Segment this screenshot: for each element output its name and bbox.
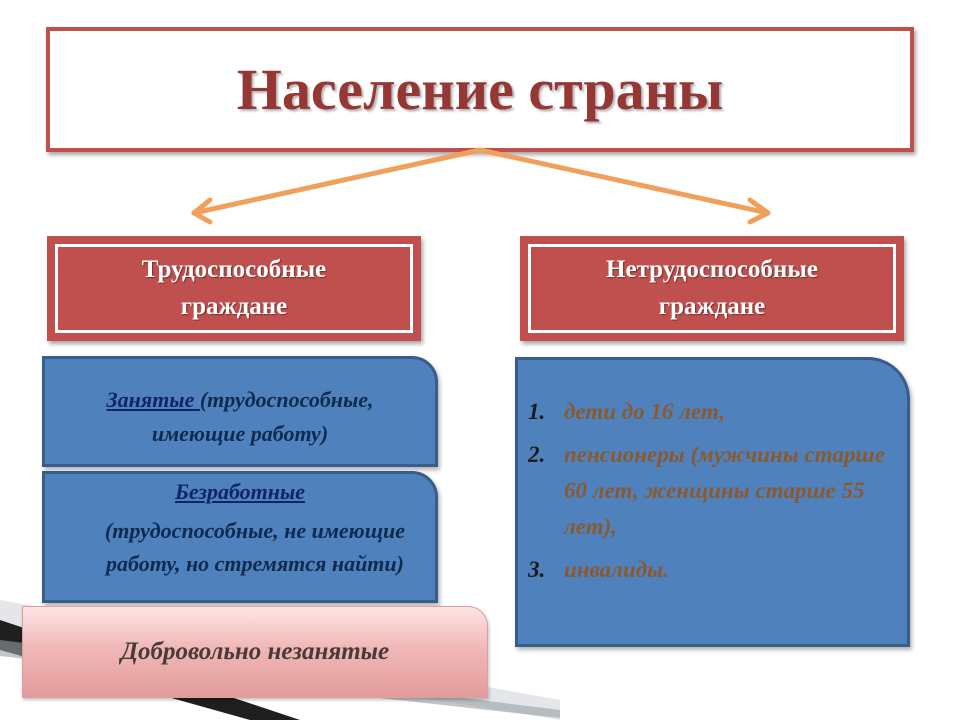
unemployed-box: Безработные (трудоспособные, не имеющие … [42, 471, 438, 603]
arrow-left [191, 147, 483, 216]
branch-arrows [191, 147, 771, 225]
non-able-list-box: 1. дети до 16 лет, 2. пенсионеры (мужчин… [515, 357, 910, 647]
arrow-left-head [191, 197, 213, 225]
employed-link[interactable]: Занятые [106, 387, 200, 412]
unemployed-desc: (трудоспособные, не имеющие работу, но с… [104, 518, 406, 576]
page-title: Население страны [236, 57, 724, 122]
employed-desc-1: (трудоспособные, [199, 387, 374, 412]
unable-label-line2: граждане [658, 292, 766, 320]
arrow-right [477, 147, 771, 216]
list-item-text: инвалиды. [564, 557, 669, 582]
category-able-bodied-label: Трудоспособные граждане [55, 244, 413, 333]
unable-label-line1: Нетрудоспособные [606, 256, 818, 284]
able-label-line2: граждане [180, 292, 288, 320]
list-item-text: дети до 16 лет, [564, 399, 726, 424]
list-item: 2. пенсионеры (мужчины старше 60 лет, же… [528, 437, 887, 545]
category-non-able-bodied-label: Нетрудоспособные граждане [528, 244, 896, 333]
non-able-list: 1. дети до 16 лет, 2. пенсионеры (мужчин… [528, 394, 887, 595]
arrow-right-head [747, 197, 771, 225]
list-item-text: пенсионеры (мужчины старше 60 лет, женщи… [564, 442, 885, 539]
list-item-number: 1. [528, 399, 546, 424]
list-item: 3. инвалиды. [528, 552, 887, 588]
employed-desc-2: имеющие работу) [151, 421, 329, 447]
voluntary-label: Добровольно незанятые [120, 638, 390, 665]
list-item-number: 3. [528, 557, 546, 582]
list-item-number: 2. [528, 442, 546, 467]
able-label-line1: Трудоспособные [141, 256, 327, 284]
list-item: 1. дети до 16 лет, [528, 394, 887, 430]
category-non-able-bodied: Нетрудоспособные граждане [520, 236, 904, 341]
employed-box: Занятые (трудоспособные, имеющие работу) [42, 356, 438, 467]
voluntary-unemployed-box: Добровольно незанятые [22, 606, 488, 698]
title-box: Население страны [46, 27, 914, 152]
category-able-bodied: Трудоспособные граждане [47, 236, 421, 341]
unemployed-link[interactable]: Безработные [174, 479, 306, 504]
